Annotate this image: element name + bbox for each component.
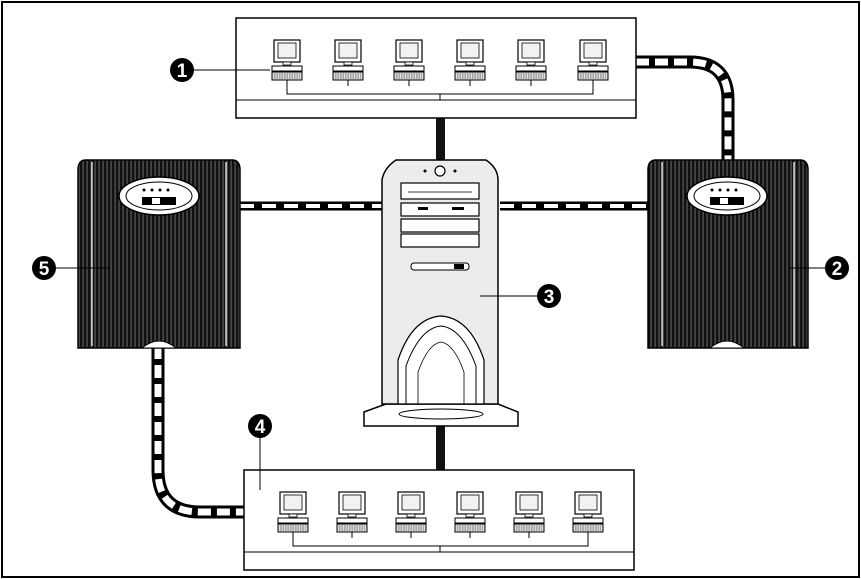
left-ups (77, 159, 241, 349)
central-tower-server (363, 159, 519, 427)
callout-3 (537, 284, 561, 308)
cable-tower-to-bottom-group (436, 426, 445, 470)
drive-bay (400, 233, 480, 248)
callout-2-label: 2 (832, 259, 843, 280)
power-icon (142, 197, 176, 205)
drive-bay (400, 218, 480, 233)
callout-1 (170, 58, 194, 82)
workstation-group-frame (243, 469, 635, 571)
cable-top-group-to-right-ups (636, 55, 735, 160)
right-ups (647, 159, 809, 349)
callout-4-label: 4 (255, 417, 266, 438)
drive-bay (400, 182, 480, 200)
callout-3-label: 3 (544, 287, 555, 308)
cable-tower-to-top-group (436, 118, 445, 160)
drive-bay (400, 202, 480, 217)
power-button-icon (434, 165, 446, 177)
callout-5-label: 5 (39, 259, 50, 280)
power-icon (710, 197, 744, 205)
cable-left-ups-to-bottom-group (151, 346, 244, 519)
status-icon (142, 188, 170, 192)
cables (151, 55, 735, 519)
callout-5 (32, 256, 56, 280)
callout-2 (825, 256, 849, 280)
workstation-group-frame (235, 17, 637, 119)
callout-1-label: 1 (177, 61, 188, 82)
status-icon (710, 188, 738, 192)
top-workstation-group (235, 17, 637, 119)
callout-4 (248, 414, 272, 438)
callouts: 1 2 3 4 5 (32, 58, 849, 490)
bottom-workstation-group (243, 469, 635, 571)
